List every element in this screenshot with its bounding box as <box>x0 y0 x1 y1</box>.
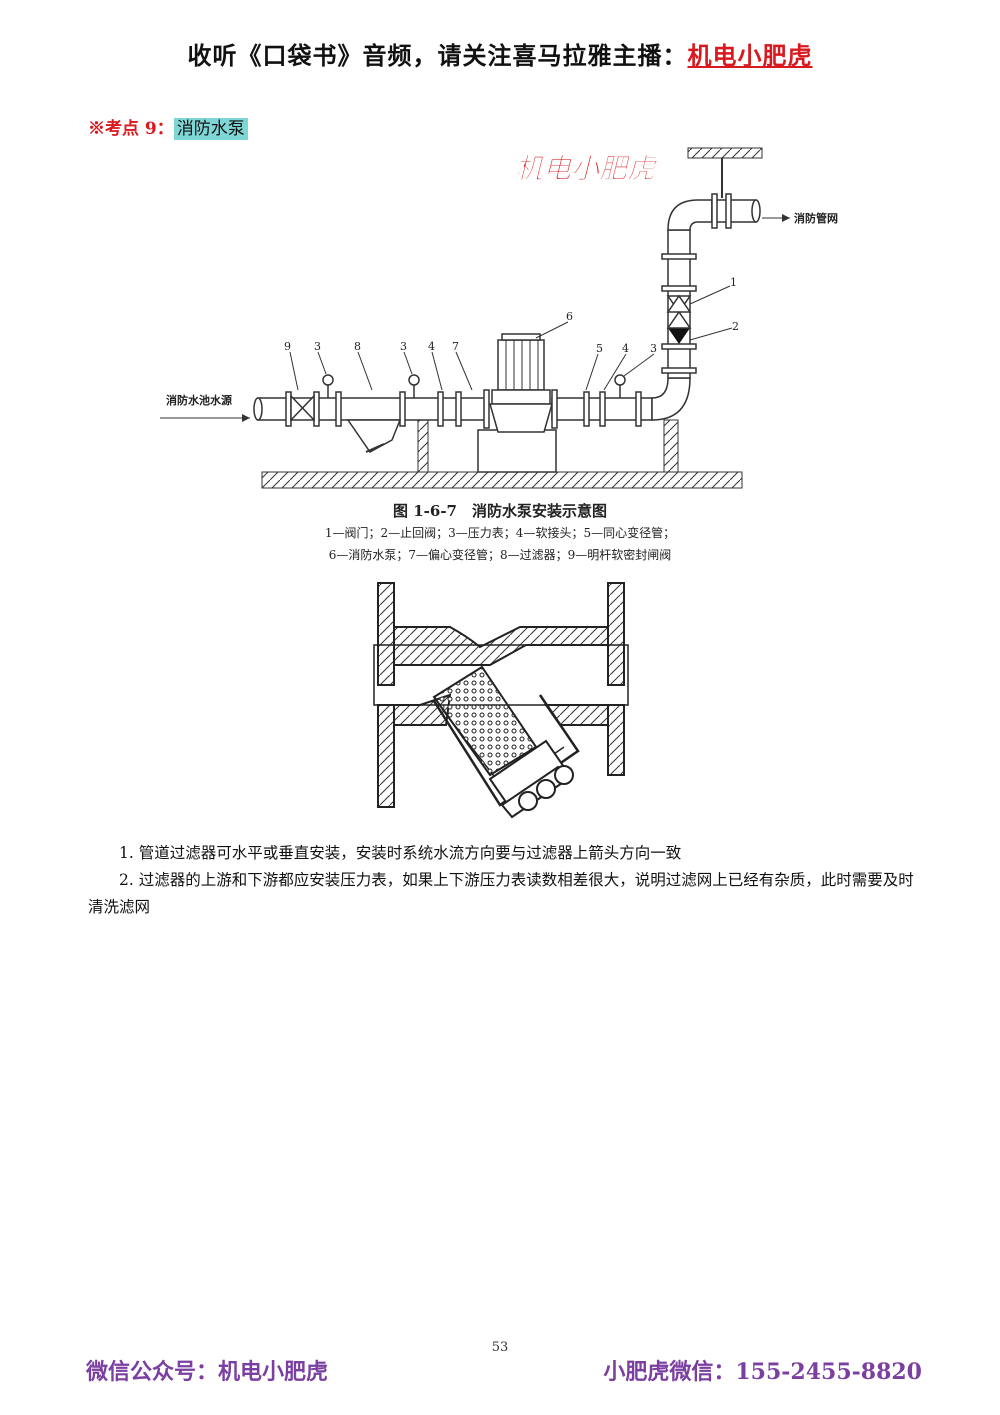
footer-wechat-contact: 小肥虎微信：155-2455-8820 <box>603 1359 922 1385</box>
footer-wechat-account: 微信公众号：机电小肥虎 <box>86 1359 329 1385</box>
body-text: 1. 管道过滤器可水平或垂直安装，安装时系统水流方向要与过滤器上箭头方向一致 2… <box>88 840 918 921</box>
callout-3a: 3 <box>314 340 321 353</box>
page-header: 收听《口袋书》音频，请关注喜马拉雅主播：机电小肥虎 <box>0 36 1000 71</box>
pipe-support-right <box>663 419 679 473</box>
outlet-pipe <box>711 199 757 223</box>
callout-6: 6 <box>566 310 573 323</box>
figure-legend-line2: 6—消防水泵；7—偏心变径管；8—过滤器；9—明杆软密封闸阀 <box>328 548 672 562</box>
outlet-label: 消防管网 <box>794 211 838 225</box>
callout-7: 7 <box>452 340 459 353</box>
pump-motor <box>497 339 545 391</box>
paragraph-2: 2. 过滤器的上游和下游都应安装压力表，如果上下游压力表读数相差很大，说明过滤网… <box>88 871 914 916</box>
pipe-support-left <box>417 419 429 473</box>
figure-legend-line1: 1—阀门；2—止回阀；3—压力表；4—软接头；5—同心变径管； <box>324 526 676 540</box>
figure-watermark: 机电小肥虎 <box>515 152 659 185</box>
callout-4a: 4 <box>428 340 435 353</box>
header-prefix: 收听《口袋书》音频，请关注喜马拉雅主播： <box>187 41 688 70</box>
figure-caption: 图 1-6-7 消防水泵安装示意图 <box>393 502 607 520</box>
paragraph-1: 1. 管道过滤器可水平或垂直安装，安装时系统水流方向要与过滤器上箭头方向一致 <box>119 844 682 862</box>
callout-3b: 3 <box>400 340 407 353</box>
header-brand-link[interactable]: 机电小肥虎 <box>687 41 813 70</box>
callout-1: 1 <box>730 276 737 289</box>
y-strainer-figure <box>373 582 629 819</box>
floor-slab <box>261 471 743 489</box>
pump-base <box>477 429 557 473</box>
callout-2: 2 <box>732 320 739 333</box>
callout-8: 8 <box>354 340 361 353</box>
callout-4b: 4 <box>622 342 629 355</box>
callout-3c: 3 <box>650 342 657 355</box>
pump-installation-figure: 机电小肥虎 <box>160 147 838 489</box>
inlet-label: 消防水池水源 <box>166 393 232 407</box>
page-number: 53 <box>491 1340 509 1355</box>
callout-5: 5 <box>596 342 603 355</box>
section-label: ※考点 9： <box>88 119 174 139</box>
ceiling-slab <box>687 147 763 159</box>
section-highlight: 消防水泵 <box>173 118 248 140</box>
callout-9: 9 <box>284 340 291 353</box>
section-title: ※考点 9：消防水泵 <box>88 114 248 140</box>
